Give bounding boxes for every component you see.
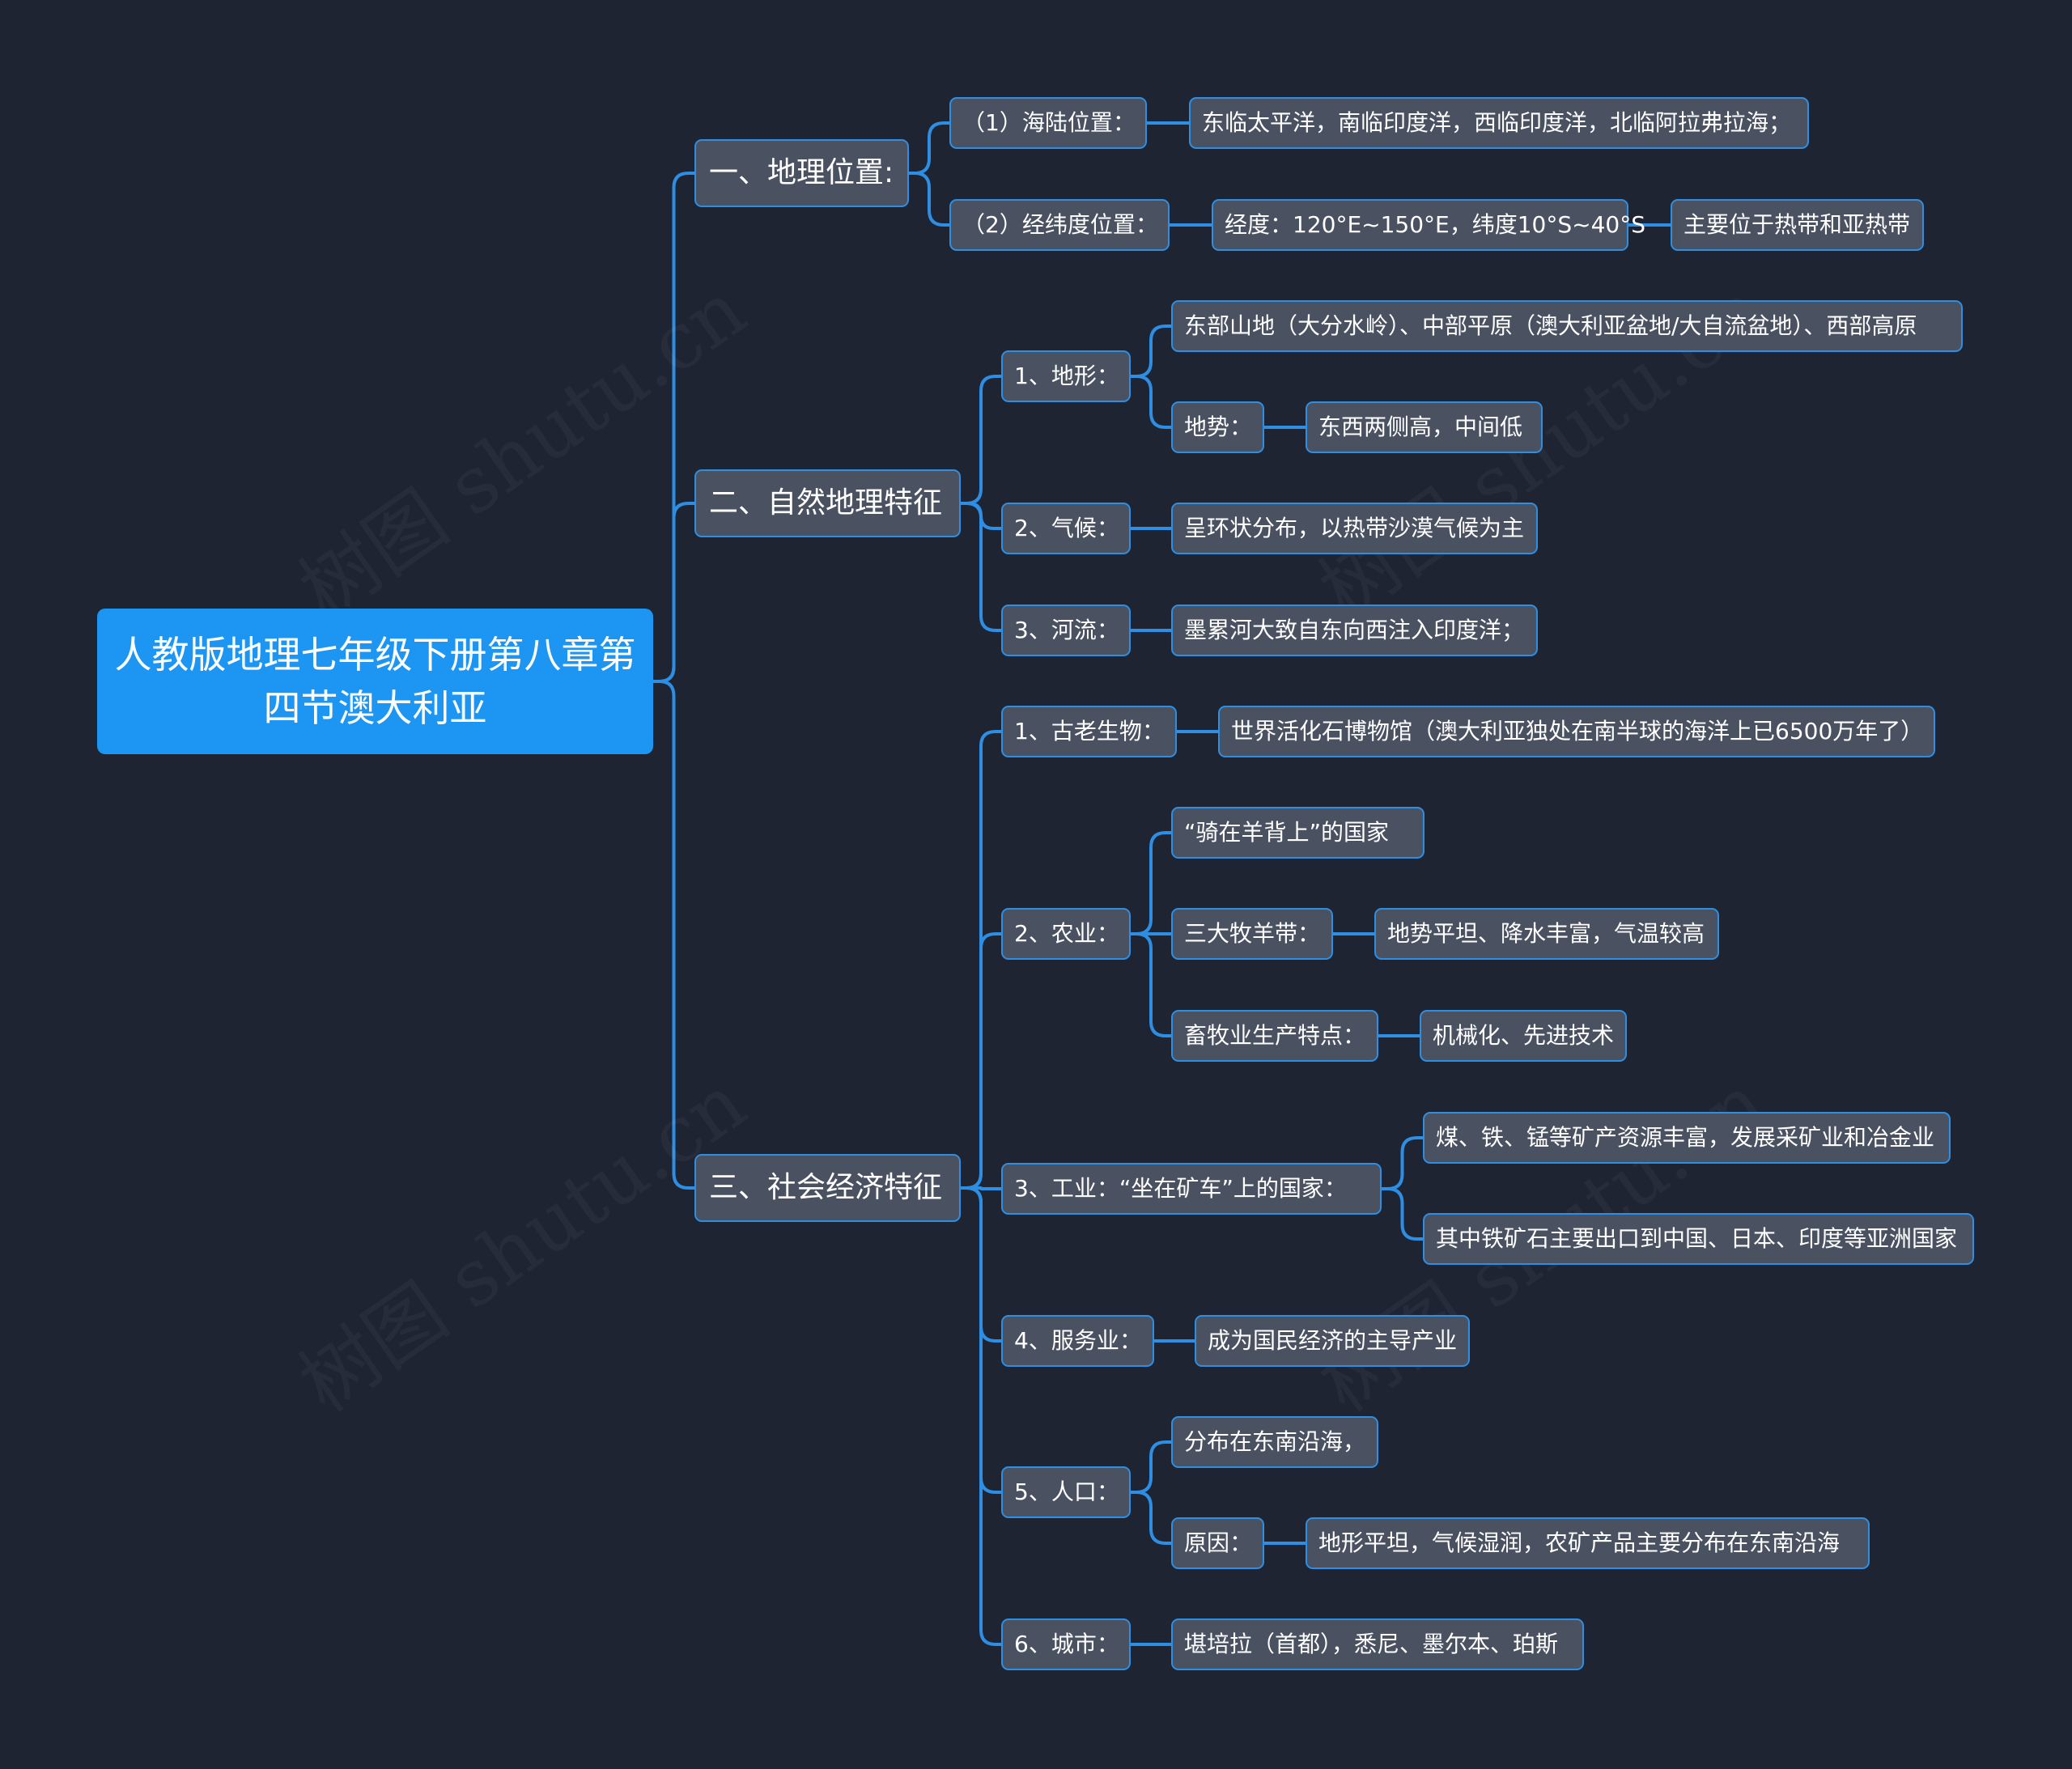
connector <box>1131 831 1171 935</box>
connector <box>1131 325 1171 378</box>
leaf-node[interactable]: 东西两侧高，中间低 <box>1306 401 1543 453</box>
leaf-node[interactable]: “骑在羊背上”的国家 <box>1171 807 1424 859</box>
connector <box>1382 1136 1423 1190</box>
leaf-node[interactable]: 地势： <box>1171 401 1264 453</box>
branch-node[interactable]: 5、人口： <box>1001 1466 1131 1518</box>
connector-root-2 <box>653 680 694 1190</box>
connector <box>961 932 1001 1190</box>
connector <box>961 1186 1001 1190</box>
leaf-node[interactable]: 世界活化石博物馆（澳大利亚独处在南半球的海洋上已6500万年了） <box>1218 706 1935 757</box>
branch-node[interactable]: 6、城市： <box>1001 1618 1131 1670</box>
leaf-node[interactable]: 堪培拉（首都），悉尼、墨尔本、珀斯 <box>1171 1618 1584 1670</box>
branch-node[interactable]: 4、服务业： <box>1001 1315 1154 1367</box>
leaf-node[interactable]: 东临太平洋，南临印度洋，西临印度洋，北临阿拉弗拉海； <box>1189 97 1809 149</box>
leaf-node[interactable]: 畜牧业生产特点： <box>1171 1010 1378 1062</box>
branch-node[interactable]: 1、地形： <box>1001 350 1131 402</box>
branch-node[interactable]: 2、农业： <box>1001 908 1131 960</box>
leaf-node[interactable]: 分布在东南沿海， <box>1171 1416 1378 1468</box>
connector <box>961 375 1001 505</box>
leaf-node[interactable]: 地形平坦，气候湿润，农矿产品主要分布在东南沿海 <box>1306 1517 1870 1569</box>
connector <box>1131 1440 1171 1494</box>
connector <box>1131 1491 1171 1545</box>
leaf-node[interactable]: 东部山地（大分水岭）、中部平原（澳大利亚盆地/大自流盆地）、西部高原 <box>1171 300 1963 352</box>
connector-root-1 <box>653 502 694 683</box>
connector <box>961 1186 1001 1646</box>
branch-node[interactable]: 1、古老生物： <box>1001 706 1177 757</box>
leaf-node[interactable]: 机械化、先进技术 <box>1420 1010 1627 1062</box>
root-topic[interactable]: 人教版地理七年级下册第八章第四节澳大利亚 <box>97 609 653 754</box>
leaf-node[interactable]: 原因： <box>1171 1517 1264 1569</box>
section-natural[interactable]: 二、自然地理特征 <box>694 469 961 537</box>
connector <box>909 121 949 175</box>
section-socioeconomic[interactable]: 三、社会经济特征 <box>694 1154 961 1222</box>
connector <box>1131 932 1171 1037</box>
branch-node[interactable]: （2）经纬度位置： <box>949 199 1170 251</box>
connector <box>961 502 1001 632</box>
branch-node[interactable]: 3、工业：“坐在矿车”上的国家： <box>1001 1163 1382 1215</box>
section-location[interactable]: 一、地理位置: <box>694 139 909 207</box>
leaf-node[interactable]: 煤、铁、锰等矿产资源丰富，发展采矿业和冶金业 <box>1423 1112 1951 1164</box>
leaf-node[interactable]: 呈环状分布，以热带沙漠气候为主 <box>1171 503 1538 554</box>
leaf-node[interactable]: 主要位于热带和亚热带 <box>1671 199 1924 251</box>
connector <box>1382 1187 1423 1241</box>
branch-node[interactable]: 3、河流： <box>1001 605 1131 656</box>
leaf-node[interactable]: 墨累河大致自东向西注入印度洋； <box>1171 605 1538 656</box>
leaf-node[interactable]: 地势平坦、降水丰富，气温较高 <box>1374 908 1719 960</box>
leaf-node[interactable]: 成为国民经济的主导产业 <box>1195 1315 1470 1367</box>
leaf-node[interactable]: 其中铁矿石主要出口到中国、日本、印度等亚洲国家 <box>1423 1213 1974 1265</box>
branch-node[interactable]: 2、气候： <box>1001 503 1131 554</box>
branch-node[interactable]: （1）海陆位置： <box>949 97 1147 149</box>
leaf-node[interactable]: 三大牧羊带： <box>1171 908 1333 960</box>
leaf-node[interactable]: 经度：120°E~150°E，纬度10°S~40°S <box>1212 199 1645 251</box>
connector <box>909 172 949 227</box>
connector <box>1131 375 1171 429</box>
